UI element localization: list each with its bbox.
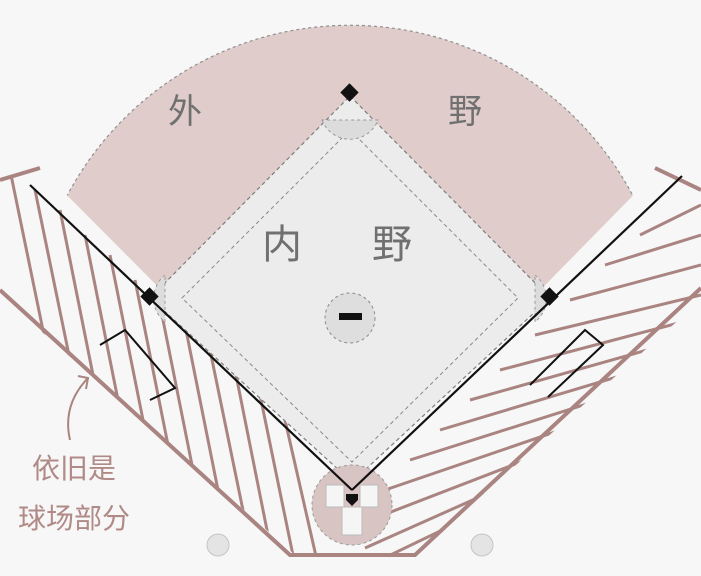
on-deck-circle-left [206, 533, 230, 557]
on-deck-circle-right [470, 533, 494, 557]
first-base [540, 287, 559, 306]
third-base [140, 287, 159, 306]
infield-label-right: 野 [372, 222, 412, 268]
third-base-foul-line [29, 184, 353, 491]
curved-arrow-icon [67, 377, 89, 441]
arrow-head-icon [77, 375, 90, 390]
note-line-1: 依旧是 [32, 452, 116, 485]
first-base-dirt [534, 273, 547, 324]
first-base-foul-line [351, 175, 683, 491]
third-base-coach-box [99, 328, 177, 401]
second-base-dirt [321, 119, 379, 140]
infield-inner-diamond [181, 129, 519, 463]
infield-label-left: 内 [262, 222, 302, 268]
first-base-coach-box [529, 328, 605, 398]
batter-boxes [325, 484, 379, 536]
outfield-label-left: 外 [168, 92, 202, 132]
left-foul-territory [0, 166, 352, 557]
outfield-label-right: 野 [448, 92, 482, 132]
pitcher-rubber [339, 313, 362, 320]
note-line-2: 球场部分 [18, 502, 130, 535]
home-plate [346, 494, 358, 506]
second-base [340, 83, 359, 102]
